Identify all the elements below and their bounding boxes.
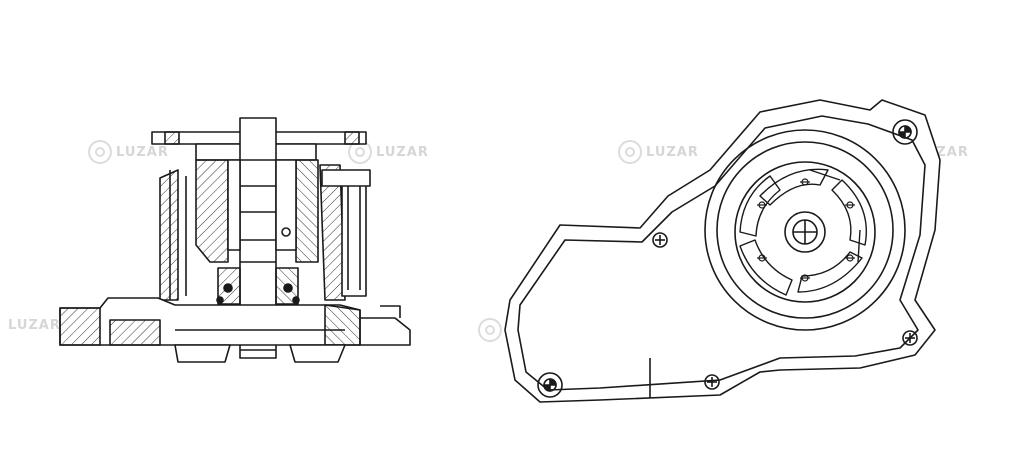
luzar-logo-icon xyxy=(88,140,112,164)
volute-ring xyxy=(704,129,906,331)
bolt-hole xyxy=(704,374,720,390)
luzar-logo-icon xyxy=(478,318,502,342)
bolt-hole xyxy=(902,330,918,346)
bearing-housing xyxy=(195,159,319,263)
mechanical-seal xyxy=(216,267,300,305)
watermark-luzar: LUZAR xyxy=(8,318,61,333)
mounting-holes xyxy=(537,119,918,398)
housing-outline xyxy=(504,99,941,403)
bolt-hole xyxy=(537,372,563,398)
watermark-luzar: LUZAR xyxy=(618,140,699,164)
impeller xyxy=(174,329,346,363)
impeller-rivets xyxy=(757,178,855,282)
bolt-hole xyxy=(652,232,668,248)
housing-left-wall xyxy=(159,169,187,301)
housing-right-wall xyxy=(319,164,371,301)
section-view xyxy=(59,117,411,363)
watermark-luzar: LUZAR xyxy=(88,140,169,164)
base-flange xyxy=(59,297,411,346)
front-view xyxy=(504,99,941,403)
gasket-inner xyxy=(517,115,926,391)
impeller-blades xyxy=(739,168,867,296)
bolt-hole xyxy=(892,119,918,145)
luzar-logo-icon xyxy=(618,140,642,164)
